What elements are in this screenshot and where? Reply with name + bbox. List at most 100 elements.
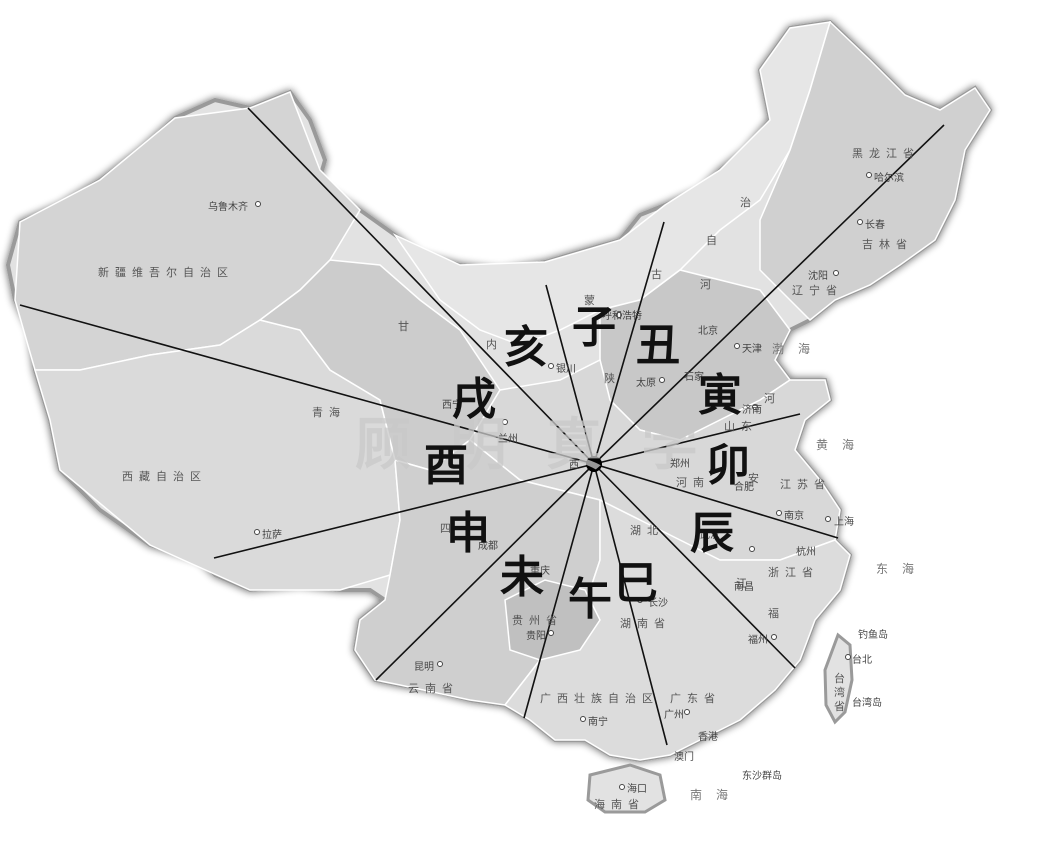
label-sichuan: 四 [440,522,457,535]
city-chengdu: 成都 [478,541,498,552]
sector-line-w [19,304,595,465]
label-huanghai: 黄海 [816,438,869,452]
label-taiwan: 台湾省 [834,672,845,713]
label-xizang: 西藏自治区 [122,470,207,483]
label-neimeng-2: 蒙 [584,294,601,307]
city-jinan: 济南 [742,405,762,416]
city-tianjin: 天津 [742,344,762,355]
branch-mao: 卯 [706,440,750,491]
label-river-he: 河 [764,392,781,405]
city-xianggang: 香港 [698,732,718,743]
city-shanghai: 上海 [834,517,854,528]
watermark: 顾 明 真 学 [355,412,708,478]
label-heilongjiang: 黑龙江省 [852,147,920,160]
label-neimeng-4: 自 [706,234,723,247]
branch-wei: 未 [500,552,544,603]
city-hangzhou: 杭州 [796,547,816,558]
label-fujian: 福 [768,607,785,620]
hainan-island-shape [586,763,667,814]
label-bohai: 渤海 [772,342,825,356]
sector-line-ne [593,124,945,465]
label-neimeng-5: 治 [740,196,757,209]
city-shijiazhuang: 石家 [684,372,704,383]
city-guangzhou: 广州 [664,710,684,721]
label-neimeng-3: 古 [651,268,668,281]
city-shenyang: 沈阳 [808,271,828,282]
city-changchun: 长春 [865,220,885,231]
label-diaoyu: 钓鱼岛 [858,630,888,641]
region-northeast [759,20,991,322]
city-xian: 西 [569,460,579,471]
label-hainan: 海南省 [594,798,645,811]
branch-hai: 亥 [504,322,548,373]
branch-you: 酉 [424,440,468,491]
label-guangdong: 广东省 [670,692,721,705]
city-wuhan: 武汉 [700,530,720,541]
branch-shen: 申 [446,508,490,559]
city-yinchuan: 银川 [556,364,576,375]
label-jiangsu: 江苏省 [780,478,831,491]
label-shandong: 山东 [724,420,758,433]
label-guizhou: 贵州省 [512,614,563,627]
sector-line-nnw [247,107,595,465]
region-south [503,498,851,761]
sector-line-se [593,463,796,669]
city-taiyuan: 太原 [636,378,656,389]
sector-line-ene [593,413,801,465]
label-hebei: 河 [700,278,717,291]
city-nanjing: 南京 [784,511,804,522]
sector-line-sw [375,463,595,681]
city-nanning: 南宁 [588,717,608,728]
label-donghai: 东海 [876,562,929,576]
city-fuzhou: 福州 [748,635,768,646]
city-zhengzhou: 郑州 [670,459,690,470]
city-taibei: 台北 [852,655,872,666]
branch-si: 巳 [614,558,658,609]
city-chongqing: 重庆 [530,566,550,577]
city-harbin: 哈尔滨 [874,173,904,184]
city-xining: 西宁 [442,400,462,411]
label-zhejiang: 浙江省 [768,566,819,579]
label-xinjiang: 新疆维吾尔自治区 [98,266,234,279]
city-hefei: 合肥 [734,482,754,493]
city-aomen: 澳门 [674,752,694,763]
city-urumqi: 乌鲁木齐 [208,202,248,213]
sector-line-ssw [523,463,595,719]
label-gansu: 甘 [398,320,415,333]
branch-chen: 辰 [690,508,734,559]
sector-line-wsw [213,463,595,559]
branch-xu: 戌 [452,374,496,425]
branch-wu: 午 [568,574,612,625]
label-henan: 河南 [676,476,710,489]
sector-line-sse [593,463,668,746]
sector-lines [19,107,945,746]
label-neimeng-1: 内 [486,338,503,351]
city-guiyang: 贵阳 [526,631,546,642]
label-liaoning: 辽宁省 [792,284,843,297]
label-jiangxi: 江 [736,577,753,590]
center-point [586,456,602,472]
sector-line-nne [593,221,665,465]
city-haikou: 海口 [627,784,647,795]
branch-yin: 寅 [698,370,742,421]
region-guizhou [504,579,601,661]
label-anhui: 安 [748,472,765,485]
label-dongsha: 东沙群岛 [742,771,782,782]
branch-zi: 子 [572,302,616,353]
label-qinghai: 青海 [312,406,346,419]
label-hubei: 湖北 [630,524,664,537]
label-jilin: 吉林省 [862,238,913,251]
city-lhasa: 拉萨 [262,530,282,541]
label-guangxi: 广西壮族自治区 [540,692,659,705]
city-lanzhou: 兰州 [498,434,518,445]
label-shaanxi: 陕 [604,372,621,385]
label-yunnan: 云南省 [408,682,459,695]
branch-chou: 丑 [636,320,680,371]
city-nanchang: 南昌 [734,582,754,593]
label-nanhai: 南海 [690,788,743,802]
city-changsha: 长沙 [648,598,668,609]
label-hunan: 湖南省 [620,617,671,630]
label-taiwan-island: 台湾岛 [852,698,882,709]
sector-line-ese [593,463,839,539]
